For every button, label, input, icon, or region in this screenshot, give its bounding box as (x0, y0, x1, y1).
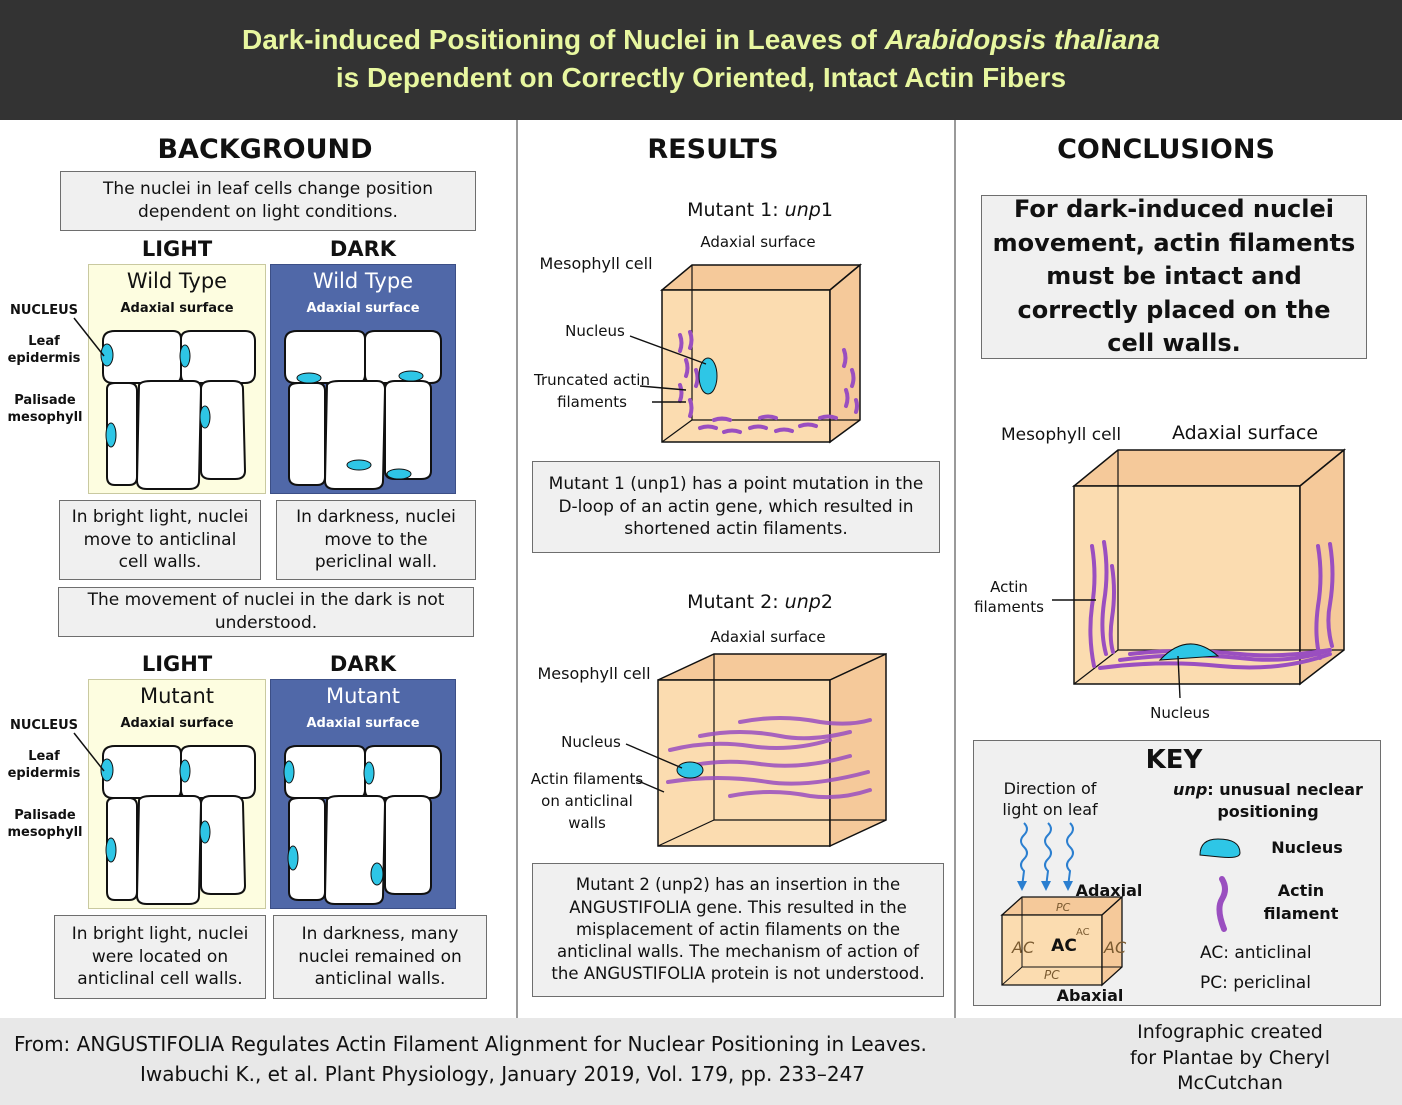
footer: From: ANGUSTIFOLIA Regulates Actin Filam… (0, 1018, 1402, 1105)
mutant1-adaxial-label: Adaxial surface (700, 233, 816, 251)
mutant2-cell-diagram (657, 652, 887, 848)
key-pc-def: PC: periclinal (1200, 973, 1311, 993)
background-heading: BACKGROUND (157, 134, 373, 165)
panel-subtitle: Adaxial surface (120, 716, 234, 731)
conclusion-label-pointers (1052, 599, 1181, 699)
results-heading: RESULTS (647, 134, 779, 165)
title-line-2: is Dependent on Correctly Oriented, Inta… (335, 62, 1067, 93)
conclusion-mesophyll-label: Mesophyll cell (1000, 425, 1122, 445)
intact-actin-filaments (1088, 540, 1335, 670)
header-banner: Dark-induced Positioning of Nuclei in Le… (0, 0, 1402, 120)
panel-title: Mutant (325, 684, 401, 708)
leaf-epidermis-label: Leaf epidermis (7, 749, 81, 781)
movement-note: The movement of nuclei in the dark is no… (58, 587, 474, 637)
light-label-top: LIGHT (141, 237, 213, 261)
cube-ac-left: AC (1011, 938, 1035, 957)
panel-title: Wild Type (126, 269, 228, 293)
key-box: KEY Direction of light on leaf unp: unus… (973, 740, 1381, 1006)
key-direction-light: Direction of light on leaf (1002, 779, 1098, 819)
conclusion-adaxial-label: Adaxial surface (1171, 422, 1319, 444)
mutant-dark-caption: In darkness, many nuclei remained on ant… (273, 915, 487, 999)
citation-line-1: From: ANGUSTIFOLIA Regulates Actin Filam… (14, 1032, 927, 1056)
panel-subtitle: Adaxial surface (120, 301, 234, 316)
mutant2-title: Mutant 2: unp2 (687, 591, 833, 613)
palisade-mesophyll-label: Palisade mesophyll (7, 808, 83, 840)
leaf-epidermis-label: Leaf epidermis (7, 334, 81, 366)
key-nucleus-label: Nucleus (1271, 838, 1343, 857)
cube-ac-right: AC (1103, 938, 1127, 957)
key-title: KEY (1145, 745, 1203, 775)
nucleus-marker (100, 343, 114, 367)
mutant1-nucleus-label: Nucleus (565, 322, 625, 340)
leaf-cells-illustration (100, 330, 256, 490)
conclusions-heading: CONCLUSIONS (1057, 134, 1275, 165)
conclusion-nucleus-label: Nucleus (1150, 704, 1210, 722)
truncated-actin-label: Truncated actin filaments (534, 371, 650, 411)
leaf-cells-illustration (100, 745, 256, 905)
truncated-actin-filaments (678, 330, 859, 434)
dark-label-bottom: DARK (329, 652, 397, 676)
mutant1-title: Mutant 1: unp1 (687, 199, 833, 221)
mutant-light-caption: In bright light, nuclei were located on … (54, 915, 266, 999)
dark-label-top: DARK (329, 237, 397, 261)
conclusion-statement: For dark-induced nuclei movement, actin … (981, 195, 1367, 359)
mutant2-nucleus-label: Nucleus (561, 733, 621, 751)
key-cube-icon: AC AC AC AC PC PC (1000, 895, 1127, 987)
key-abaxial-label: Abaxial (1056, 986, 1124, 1005)
conclusion-cell-diagram (1071, 448, 1347, 686)
cube-ac-front: AC (1051, 936, 1077, 956)
mutant2-adaxial-label: Adaxial surface (710, 628, 826, 646)
panel-subtitle: Adaxial surface (306, 301, 420, 316)
misplaced-actin-filaments (666, 716, 872, 800)
light-direction-arrows-icon (1017, 822, 1074, 891)
panel-mutant-dark: Mutant Adaxial surface (270, 679, 456, 909)
key-unp-definition: unp: unusual neclear positioning (1173, 780, 1363, 822)
actin-anticlinal-label: Actin filaments on anticlinal walls (530, 770, 644, 832)
leaf-cells-illustration (284, 330, 442, 490)
key-adaxial-label: Adaxial (1075, 881, 1143, 900)
wt-light-caption: In bright light, nuclei move to anticlin… (59, 500, 261, 580)
cube-pc-top: PC (1056, 901, 1071, 914)
cube-ac-back: AC (1076, 927, 1090, 938)
key-ac-def: AC: anticlinal (1200, 943, 1312, 963)
nucleus-label: NUCLEUS (9, 718, 79, 733)
key-actin-icon (1216, 876, 1228, 932)
key-nucleus-icon (1199, 838, 1241, 858)
mutant1-label-pointers (629, 335, 707, 403)
panel-mutant-light: Mutant Adaxial surface (88, 679, 266, 909)
panel-wildtype-dark: Wild Type Adaxial surface (270, 264, 456, 494)
conclusion-actin-label: Actin filaments (974, 578, 1044, 617)
palisade-mesophyll-label: Palisade mesophyll (7, 393, 83, 425)
title-line-1: Dark-induced Positioning of Nuclei in Le… (242, 24, 1160, 55)
nucleus-pointer (73, 317, 105, 357)
light-label-bottom: LIGHT (141, 652, 213, 676)
citation-line-2: Iwabuchi K., et al. Plant Physiology, Ja… (140, 1062, 866, 1086)
mutant1-description: Mutant 1 (unp1) has a point mutation in … (532, 461, 940, 553)
nucleus-pointer (73, 732, 105, 772)
leaf-cells-illustration (283, 745, 442, 905)
nucleus-label: NUCLEUS (9, 303, 79, 318)
cube-pc-bottom: PC (1044, 968, 1060, 982)
column-divider-1 (516, 120, 518, 1018)
mutant1-mesophyll-label: Mesophyll cell (539, 254, 653, 273)
background-intro: The nuclei in leaf cells change position… (60, 171, 476, 231)
panel-subtitle: Adaxial surface (306, 716, 420, 731)
key-actin-label: Actin filament (1263, 881, 1339, 924)
panel-title: Wild Type (312, 269, 414, 293)
mutant2-description: Mutant 2 (unp2) has an insertion in the … (532, 863, 944, 997)
wt-dark-caption: In darkness, nuclei move to the periclin… (276, 500, 476, 580)
panel-title: Mutant (139, 684, 215, 708)
mutant2-label-pointers (625, 743, 683, 793)
mutant2-mesophyll-label: Mesophyll cell (537, 664, 651, 683)
panel-wildtype-light: Wild Type Adaxial surface (88, 264, 266, 494)
column-divider-2 (954, 120, 956, 1018)
infographic-credit: Infographic created for Plantae by Chery… (1129, 1021, 1331, 1095)
mutant1-cell-diagram (659, 263, 863, 444)
